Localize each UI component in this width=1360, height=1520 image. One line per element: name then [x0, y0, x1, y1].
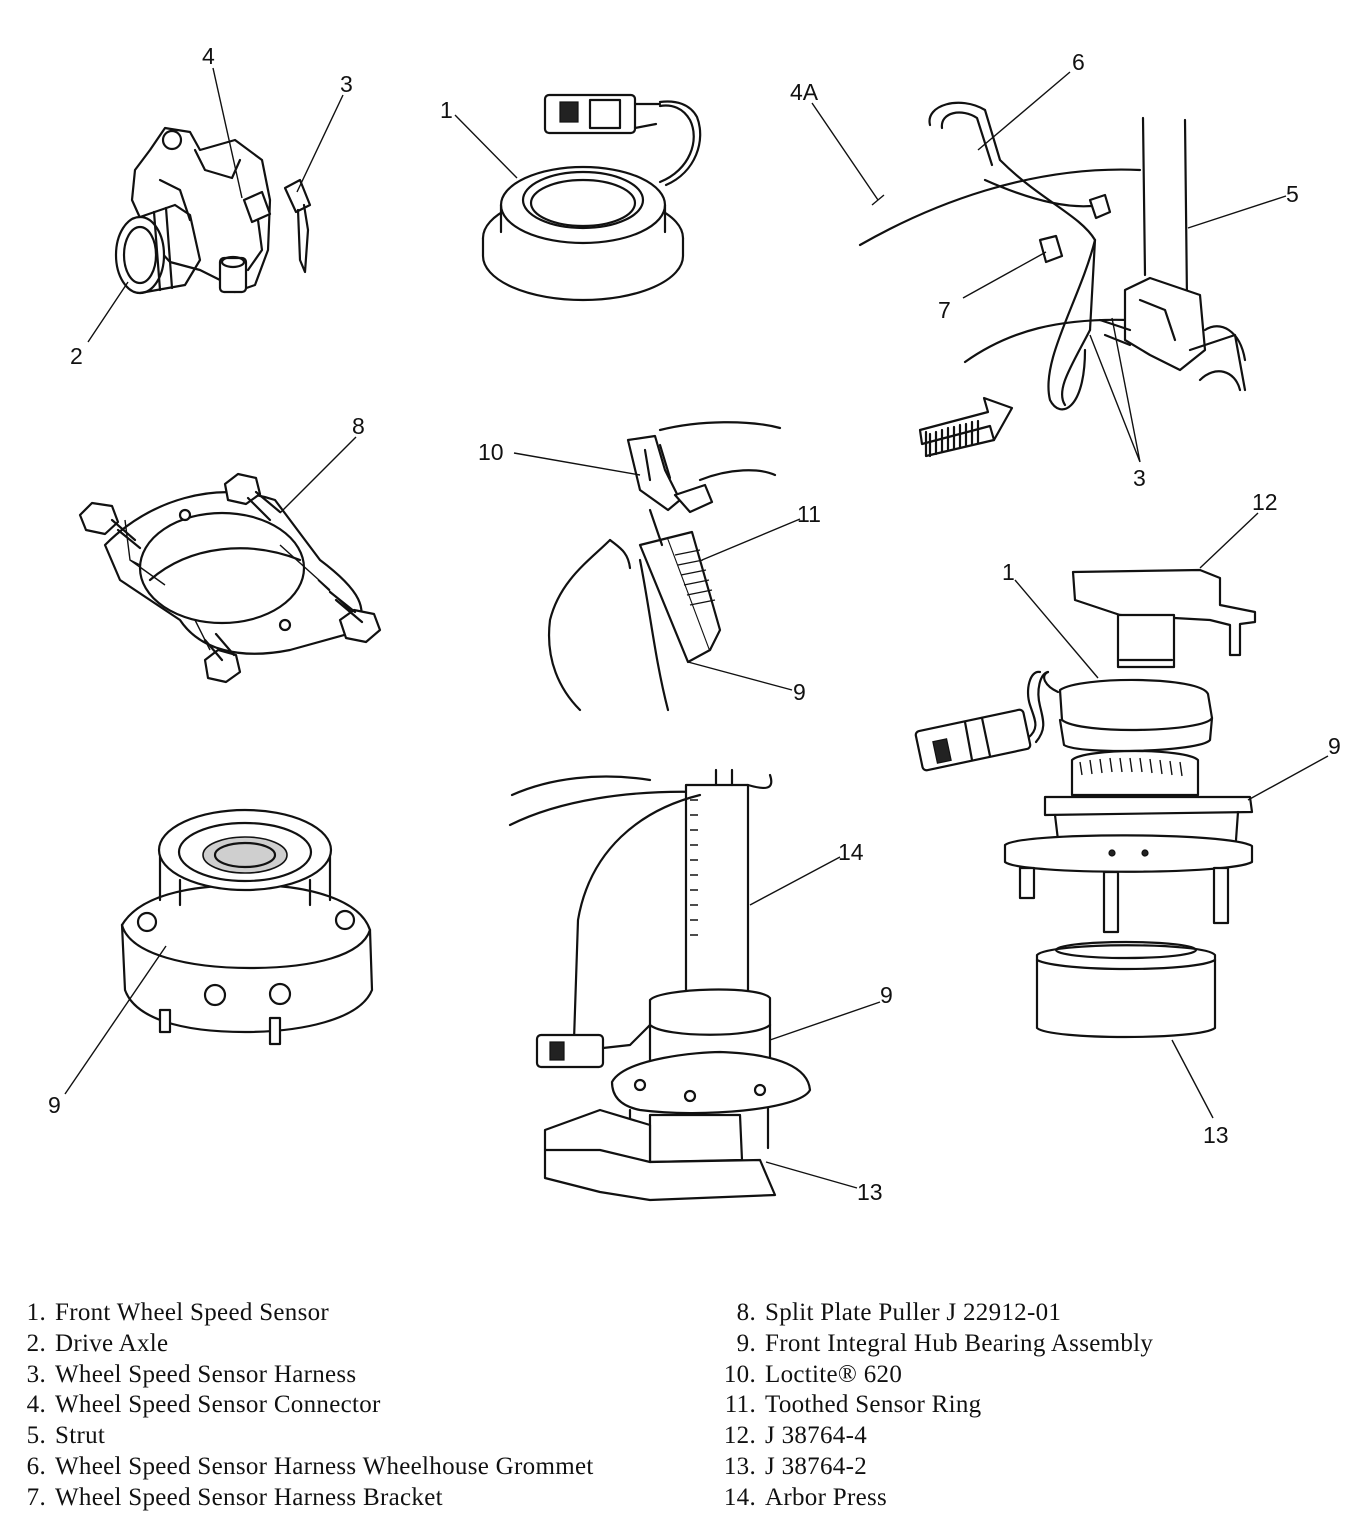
- legend-label: Strut: [55, 1422, 106, 1450]
- split-plate-puller-illustration: [78, 472, 382, 684]
- legend-item: 7. Wheel Speed Sensor Harness Bracket: [6, 1483, 686, 1514]
- legend-number: 5.: [26, 1422, 46, 1450]
- callout-6: 6: [1072, 49, 1085, 75]
- callout-5: 5: [1286, 181, 1299, 207]
- legend-label: Split Plate Puller J 22912-01: [765, 1299, 1062, 1326]
- leader-line-3-top: [296, 94, 344, 193]
- callout-7: 7: [938, 297, 951, 323]
- legend-label: Wheel Speed Sensor Harness Wheelhouse Gr…: [55, 1452, 594, 1480]
- callout-10: 10: [478, 439, 504, 465]
- legend-number: 6.: [26, 1452, 46, 1480]
- legend-number: 14.: [723, 1483, 756, 1511]
- hub-bearing-assembly-illustration: [120, 808, 374, 1046]
- callout-9-left: 9: [48, 1092, 61, 1118]
- callout-11: 11: [797, 501, 821, 527]
- legend-item: 11. Toothed Sensor Ring: [712, 1390, 1332, 1421]
- legend-label: Loctite® 620: [765, 1360, 903, 1388]
- leader-line-5: [1187, 195, 1287, 229]
- leader-line-2: [87, 281, 129, 343]
- legend-label: J 38764-2: [765, 1452, 868, 1480]
- legend-item: 14. Arbor Press: [712, 1483, 1332, 1514]
- leader-line-3-right: [1089, 317, 1141, 463]
- legend-column-left: 1.Front Wheel Speed Sensor 2.Drive Axle …: [6, 1298, 686, 1514]
- legend-item: 6. Wheel Speed Sensor Harness Wheelhouse …: [6, 1452, 686, 1483]
- legend-label: J 38764-4: [765, 1422, 868, 1450]
- legend-number: 3.: [26, 1360, 46, 1388]
- leader-line-9-right: [1247, 755, 1329, 801]
- legend-number: 7.: [26, 1483, 46, 1511]
- leader-line-1-right: [1014, 579, 1099, 679]
- legend-item: 10. Loctite® 620: [712, 1360, 1332, 1391]
- callout-9-mid: 9: [793, 679, 806, 705]
- steering-knuckle-illustration: [114, 126, 312, 295]
- legend-item: 3. Wheel Speed Sensor Harness: [6, 1360, 686, 1391]
- legend-number: 13.: [723, 1452, 756, 1480]
- callout-8: 8: [352, 413, 365, 439]
- callout-1-right: 1: [1002, 559, 1015, 585]
- legend-item: 13. J 38764-2: [712, 1452, 1332, 1483]
- legend-item: 12. J 38764-4: [712, 1421, 1332, 1452]
- leader-line-10: [513, 452, 641, 476]
- legend-label: Arbor Press: [765, 1483, 888, 1511]
- legend-number: 11.: [724, 1391, 756, 1419]
- legend-column-right: 8. Split Plate Puller J 22912-01 9. Front …: [712, 1298, 1332, 1514]
- legend-label: Front Integral Hub Bearing Assembly: [765, 1329, 1154, 1357]
- leader-line-14: [749, 856, 841, 906]
- legend-label: Drive Axle: [55, 1329, 169, 1357]
- legend-label: Front Wheel Speed Sensor: [55, 1299, 330, 1326]
- legend-item: 2. Drive Axle: [6, 1329, 686, 1360]
- callout-3-top: 3: [340, 71, 353, 97]
- legend-number: 4.: [26, 1391, 46, 1419]
- legend-number: 8.: [736, 1299, 756, 1326]
- leader-line-8: [279, 436, 357, 514]
- leader-line-9-mid: [687, 661, 793, 691]
- legend-item: 8. Split Plate Puller J 22912-01: [712, 1298, 1332, 1329]
- callout-9-bottom: 9: [880, 982, 893, 1008]
- leader-line-6: [977, 71, 1071, 151]
- legend-item: 5. Strut: [6, 1421, 686, 1452]
- leader-line-4A: [811, 102, 885, 206]
- legend-number: 9.: [736, 1329, 756, 1357]
- leader-line-13-bottom: [765, 1161, 858, 1189]
- legend-number: 10.: [723, 1360, 756, 1388]
- callout-9-right: 9: [1328, 733, 1341, 759]
- leader-line-1-top: [454, 114, 518, 179]
- leader-line-7: [962, 251, 1047, 299]
- legend-label: Toothed Sensor Ring: [765, 1391, 982, 1419]
- legend-item: 4. Wheel Speed Sensor Connector: [6, 1390, 686, 1421]
- legend-label: Wheel Speed Sensor Harness Bracket: [55, 1483, 443, 1511]
- legend-label: Wheel Speed Sensor Connector: [55, 1391, 381, 1419]
- callout-14: 14: [838, 839, 864, 865]
- callout-13-right: 13: [1203, 1122, 1229, 1148]
- leader-line-4: [212, 67, 243, 199]
- leader-line-9-left: [64, 945, 167, 1095]
- callout-12: 12: [1252, 489, 1278, 515]
- exploded-hub-tooling-illustration: [914, 568, 1257, 1039]
- leader-line-11: [701, 518, 801, 561]
- callout-2: 2: [70, 343, 83, 369]
- callout-3-right: 3: [1133, 465, 1146, 491]
- exploded-parts-diagram: 4 3 2 1: [48, 43, 1341, 1205]
- applying-loctite-illustration: [548, 421, 782, 712]
- leader-line-12: [1199, 512, 1259, 569]
- legend-item: 9. Front Integral Hub Bearing Assembly: [712, 1329, 1332, 1360]
- leader-line-13-right: [1171, 1039, 1214, 1119]
- callout-4A: 4A: [790, 79, 819, 105]
- legend-number: 12.: [723, 1422, 756, 1450]
- legend-label: Wheel Speed Sensor Harness: [55, 1360, 357, 1388]
- legend-item: 1. Front Wheel Speed Sensor: [6, 1298, 686, 1329]
- legend-number: 2.: [26, 1329, 46, 1357]
- callout-13-bottom: 13: [857, 1179, 883, 1205]
- legend-number: 1.: [26, 1299, 46, 1326]
- wheelhouse-harness-routing-illustration: [858, 101, 1247, 458]
- callout-1-top: 1: [440, 97, 453, 123]
- wheel-speed-sensor-illustration: [481, 93, 702, 302]
- callout-4: 4: [202, 43, 215, 69]
- direction-arrow-icon: [918, 396, 1014, 458]
- leader-line-9-bottom: [769, 1001, 881, 1041]
- arbor-press-installation-illustration: [508, 768, 812, 1202]
